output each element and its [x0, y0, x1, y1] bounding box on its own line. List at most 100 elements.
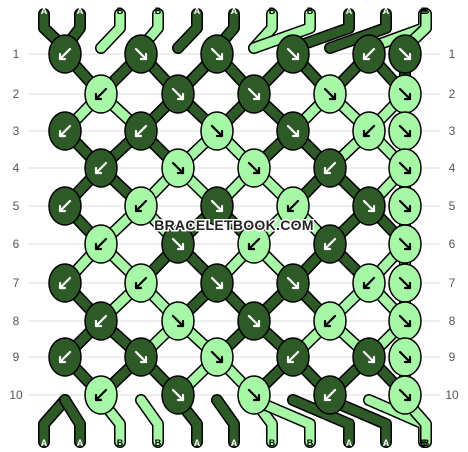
thread-letter-bottom: A	[346, 438, 353, 448]
knot	[388, 74, 422, 114]
knot	[237, 74, 271, 114]
arrow-down-right-icon	[171, 161, 185, 175]
thread-letter-bottom: B	[307, 438, 314, 448]
watermark: BRACELETBOOK.COM	[154, 217, 314, 233]
thread-letter-top: A	[346, 6, 353, 16]
row-label-right: 10	[445, 388, 459, 402]
knot	[200, 263, 234, 303]
arrow-down-left-icon	[94, 87, 108, 101]
arrow-down-right-icon	[210, 124, 224, 138]
knot	[352, 34, 386, 74]
knot	[276, 263, 310, 303]
arrow-down-right-icon	[171, 388, 185, 402]
row-label-left: 1	[13, 47, 20, 61]
arrow-down-left-icon	[323, 388, 337, 402]
row-label-right: 2	[449, 87, 456, 101]
row-label-left: 9	[13, 350, 20, 364]
knot	[313, 74, 347, 114]
knot	[313, 375, 347, 415]
thread-letter-bottom: A	[231, 438, 238, 448]
thread-letter-bottom: B	[269, 438, 276, 448]
knot	[124, 186, 158, 226]
arrow-down-right-icon	[398, 47, 412, 61]
arrow-down-right-icon	[171, 314, 185, 328]
arrow-down-right-icon	[362, 350, 376, 364]
bottom-thread	[212, 395, 239, 447]
arrow-down-left-icon	[362, 47, 376, 61]
knot	[352, 111, 386, 151]
arrow-down-left-icon	[58, 199, 72, 213]
arrow-down-left-icon	[58, 350, 72, 364]
row-label-left: 2	[13, 87, 20, 101]
thread-letter-bottom: B	[421, 438, 428, 448]
row-label-right: 9	[449, 350, 456, 364]
arrow-down-left-icon	[362, 276, 376, 290]
arrow-down-left-icon	[134, 199, 148, 213]
arrow-down-left-icon	[58, 276, 72, 290]
arrow-down-left-icon	[323, 161, 337, 175]
knot	[84, 148, 118, 188]
arrow-down-right-icon	[398, 199, 412, 213]
top-thread	[173, 9, 202, 53]
thread-letter-top: A	[194, 6, 201, 16]
row-label-left: 10	[9, 388, 23, 402]
arrow-down-right-icon	[398, 276, 412, 290]
arrow-down-left-icon	[94, 388, 108, 402]
row-label-left: 3	[13, 124, 20, 138]
arrow-down-right-icon	[398, 314, 412, 328]
knot	[48, 34, 82, 74]
arrow-down-right-icon	[210, 350, 224, 364]
knot	[124, 337, 158, 377]
row-label-right: 1	[449, 47, 456, 61]
row-label-right: 8	[449, 314, 456, 328]
arrow-down-left-icon	[247, 237, 261, 251]
arrow-down-left-icon	[323, 237, 337, 251]
knot	[313, 148, 347, 188]
knot	[388, 148, 422, 188]
knot	[48, 186, 82, 226]
knot	[388, 111, 422, 151]
top-thread	[325, 9, 391, 53]
arrow-down-left-icon	[323, 314, 337, 328]
thread-letter-top: B	[155, 6, 162, 16]
knot-grid	[48, 34, 422, 415]
knot	[352, 186, 386, 226]
arrow-down-right-icon	[171, 237, 185, 251]
bottom-thread	[136, 395, 163, 447]
arrow-down-right-icon	[398, 87, 412, 101]
thread-letter-top: A	[41, 6, 48, 16]
knot	[200, 34, 234, 74]
row-label-right: 5	[449, 199, 456, 213]
knot	[276, 337, 310, 377]
knot	[124, 263, 158, 303]
knot	[388, 337, 422, 377]
knot	[313, 301, 347, 341]
arrow-down-right-icon	[210, 199, 224, 213]
row-label-right: 3	[449, 124, 456, 138]
arrow-down-right-icon	[398, 388, 412, 402]
arrow-down-right-icon	[362, 199, 376, 213]
bottom-thread	[60, 395, 85, 447]
knot	[84, 301, 118, 341]
top-thread	[288, 9, 354, 53]
row-label-right: 6	[449, 237, 456, 251]
arrow-down-left-icon	[362, 124, 376, 138]
knot	[388, 224, 422, 264]
knot	[388, 375, 422, 415]
arrow-down-right-icon	[134, 350, 148, 364]
row-label-right: 7	[449, 276, 456, 290]
arrow-down-right-icon	[247, 388, 261, 402]
knot	[84, 375, 118, 415]
knot	[161, 224, 195, 264]
thread-letter-bottom: A	[383, 438, 390, 448]
thread-letter-bottom: A	[194, 438, 201, 448]
arrow-down-left-icon	[94, 161, 108, 175]
thread-letter-top: B	[269, 6, 276, 16]
top-thread	[96, 9, 125, 53]
knot	[161, 375, 195, 415]
arrow-down-right-icon	[247, 87, 261, 101]
knot	[84, 224, 118, 264]
thread-letter-top: A	[383, 6, 390, 16]
